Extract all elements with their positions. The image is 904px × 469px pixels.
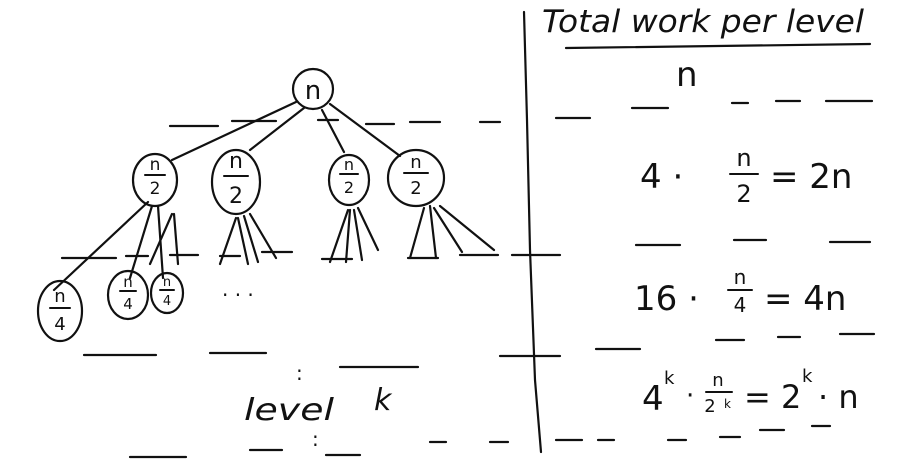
work-row2-den: 4 <box>734 293 747 317</box>
level-separators <box>60 99 876 459</box>
tree-node-l1-c: n 2 <box>327 153 371 207</box>
work-row2: 16 · n 4 = 4n <box>634 265 846 319</box>
edge-root-2 <box>248 106 306 152</box>
stub-edges-4 <box>408 204 496 260</box>
svg-text:n: n <box>163 275 171 290</box>
svg-text:2: 2 <box>410 178 421 199</box>
svg-text:n: n <box>54 286 65 307</box>
vertical-dots-lower: : <box>312 427 319 451</box>
work-row3-den-base: 2 <box>704 396 715 417</box>
svg-text:4: 4 <box>163 294 171 309</box>
level-separator-2 <box>82 332 876 369</box>
work-row1-num: n <box>736 144 751 172</box>
level-separator-0 <box>168 99 874 128</box>
svg-text:2: 2 <box>150 179 161 199</box>
node-root-label: n <box>305 76 321 106</box>
title-underline <box>564 42 872 50</box>
work-row2-num: n <box>734 265 747 289</box>
level-label: level <box>244 393 335 428</box>
tree-edges <box>52 100 496 292</box>
work-row3-result-pre: = 2 <box>744 378 801 416</box>
level-variable: k <box>374 383 393 418</box>
work-row1: 4 · n 2 = 2n <box>640 144 852 208</box>
edge-root-4 <box>328 102 402 158</box>
stub-edges-3 <box>328 206 380 264</box>
svg-text:n: n <box>229 149 243 174</box>
stub-edges-2 <box>218 212 278 266</box>
work-row3-dot: · <box>686 381 694 411</box>
table-title: Total work per level <box>542 4 864 40</box>
edge-l1-left-child <box>52 200 150 292</box>
tree-node-root: n <box>291 67 335 111</box>
work-row0-value: n <box>676 55 698 95</box>
tree-node-l2-b: n 4 <box>106 269 150 321</box>
ellipsis: . . . <box>222 277 254 301</box>
level-separator-3 <box>128 424 832 459</box>
tree-node-l2-c: n 4 <box>149 271 185 315</box>
vertical-divider <box>522 10 543 454</box>
edge-root-1 <box>170 100 298 162</box>
work-row3-exp: k <box>664 368 675 389</box>
stub-edges-1 <box>148 212 180 266</box>
vertical-dots-upper: : <box>296 361 303 385</box>
work-row3-result-exp: k <box>802 366 813 387</box>
work-row2-coef: 16 · <box>634 279 699 319</box>
work-row3: 4 k · n 2 k = 2 k · n <box>642 366 859 419</box>
work-row1-coef: 4 · <box>640 157 683 197</box>
svg-text:4: 4 <box>54 314 65 335</box>
work-row3-base: 4 <box>642 379 664 419</box>
svg-text:4: 4 <box>123 295 133 313</box>
work-row3-num: n <box>712 370 723 391</box>
work-row3-result-post: · n <box>818 378 859 416</box>
svg-text:n: n <box>344 155 354 174</box>
svg-text:n: n <box>150 155 161 175</box>
svg-text:n: n <box>123 273 133 291</box>
svg-text:2: 2 <box>229 184 243 209</box>
level-separator-1 <box>60 238 872 261</box>
work-row2-result: = 4n <box>764 279 846 319</box>
svg-text:2: 2 <box>344 178 354 197</box>
tree-node-l2-a: n 4 <box>36 279 84 343</box>
tree-node-l1-a: n 2 <box>131 152 179 208</box>
edge-root-3 <box>320 108 346 154</box>
svg-text:n: n <box>410 152 421 173</box>
edge-l1-mid-child <box>128 204 154 280</box>
work-row1-den: 2 <box>736 180 751 208</box>
work-row3-den-exp: k <box>724 397 731 411</box>
tree-node-l1-b: n 2 <box>210 148 262 216</box>
tree-node-l1-d: n 2 <box>386 148 446 208</box>
work-row1-result: = 2n <box>770 157 852 197</box>
